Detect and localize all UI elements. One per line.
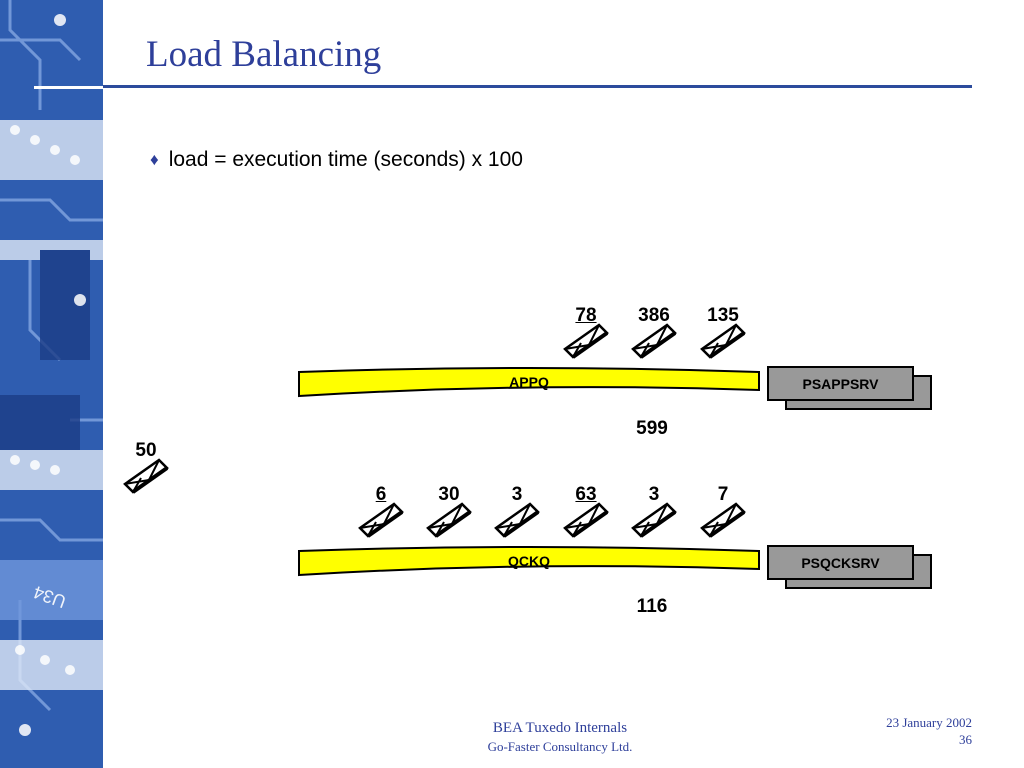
footer-right: 23 January 2002 36 — [886, 714, 972, 748]
message: 63 — [560, 484, 612, 544]
envelope-icon — [631, 323, 677, 359]
queue-pipe-shape — [298, 546, 760, 577]
message-load: 78 — [575, 305, 597, 326]
server-psqcksrv: PSQCKSRV — [767, 545, 932, 591]
message-load: 30 — [438, 484, 460, 505]
message: 135 — [697, 305, 749, 365]
bullet-item: ♦ load = execution time (seconds) x 100 — [150, 148, 523, 172]
title-underline — [103, 85, 972, 88]
diamond-bullet-icon: ♦ — [150, 150, 159, 169]
queue-appq: APPQ — [297, 366, 761, 398]
message-load: 63 — [575, 484, 597, 505]
side-decoration-panel: U34 — [0, 0, 103, 768]
slide-title: Load Balancing — [146, 34, 382, 75]
server-box: PSAPPSRV — [767, 366, 914, 401]
message-load: 6 — [375, 484, 387, 505]
envelope-icon — [358, 502, 404, 538]
message: 3 — [491, 484, 543, 544]
server-box: PSQCKSRV — [767, 545, 914, 580]
title-underline-accent — [34, 86, 103, 89]
envelope-icon — [631, 502, 677, 538]
envelope-icon — [563, 323, 609, 359]
incoming-message-load: 50 — [135, 440, 157, 461]
queue-label: APPQ — [509, 374, 549, 390]
server-psappsrv: PSAPPSRV — [767, 366, 932, 412]
queue-total-load: 599 — [636, 418, 668, 439]
envelope-icon — [426, 502, 472, 538]
envelope-icon — [563, 502, 609, 538]
message-load: 135 — [707, 305, 739, 326]
envelope-icon — [494, 502, 540, 538]
incoming-message: 50 — [120, 440, 172, 500]
queue-total-load: 116 — [636, 596, 668, 617]
server-label: PSAPPSRV — [802, 375, 879, 392]
envelope-icon — [700, 502, 746, 538]
footer-title: BEA Tuxedo Internals — [492, 720, 628, 736]
envelope-icon — [700, 323, 746, 359]
message: 6 — [355, 484, 407, 544]
page-number: 36 — [959, 732, 972, 747]
queue-pipe-shape — [298, 367, 760, 398]
envelope-icon — [123, 458, 169, 494]
footer-company: Go-Faster Consultancy Ltd. — [487, 739, 633, 754]
message: 3 — [628, 484, 680, 544]
message: 386 — [628, 305, 680, 365]
message: 30 — [423, 484, 475, 544]
server-label: PSQCKSRV — [801, 554, 880, 571]
bullet-text: load = execution time (seconds) x 100 — [168, 148, 523, 171]
circuit-board-image: U34 — [0, 0, 103, 736]
message-load: 7 — [717, 484, 729, 505]
queue-qckq: QCKQ — [297, 545, 761, 577]
footer-date: 23 January 2002 — [886, 715, 972, 730]
message-load: 386 — [638, 305, 670, 326]
message-load: 3 — [648, 484, 660, 505]
message: 7 — [697, 484, 749, 544]
footer-center: BEA Tuxedo Internals Go-Faster Consultan… — [420, 720, 700, 755]
message: 78 — [560, 305, 612, 365]
message-load: 3 — [511, 484, 523, 505]
queue-label: QCKQ — [508, 553, 550, 569]
